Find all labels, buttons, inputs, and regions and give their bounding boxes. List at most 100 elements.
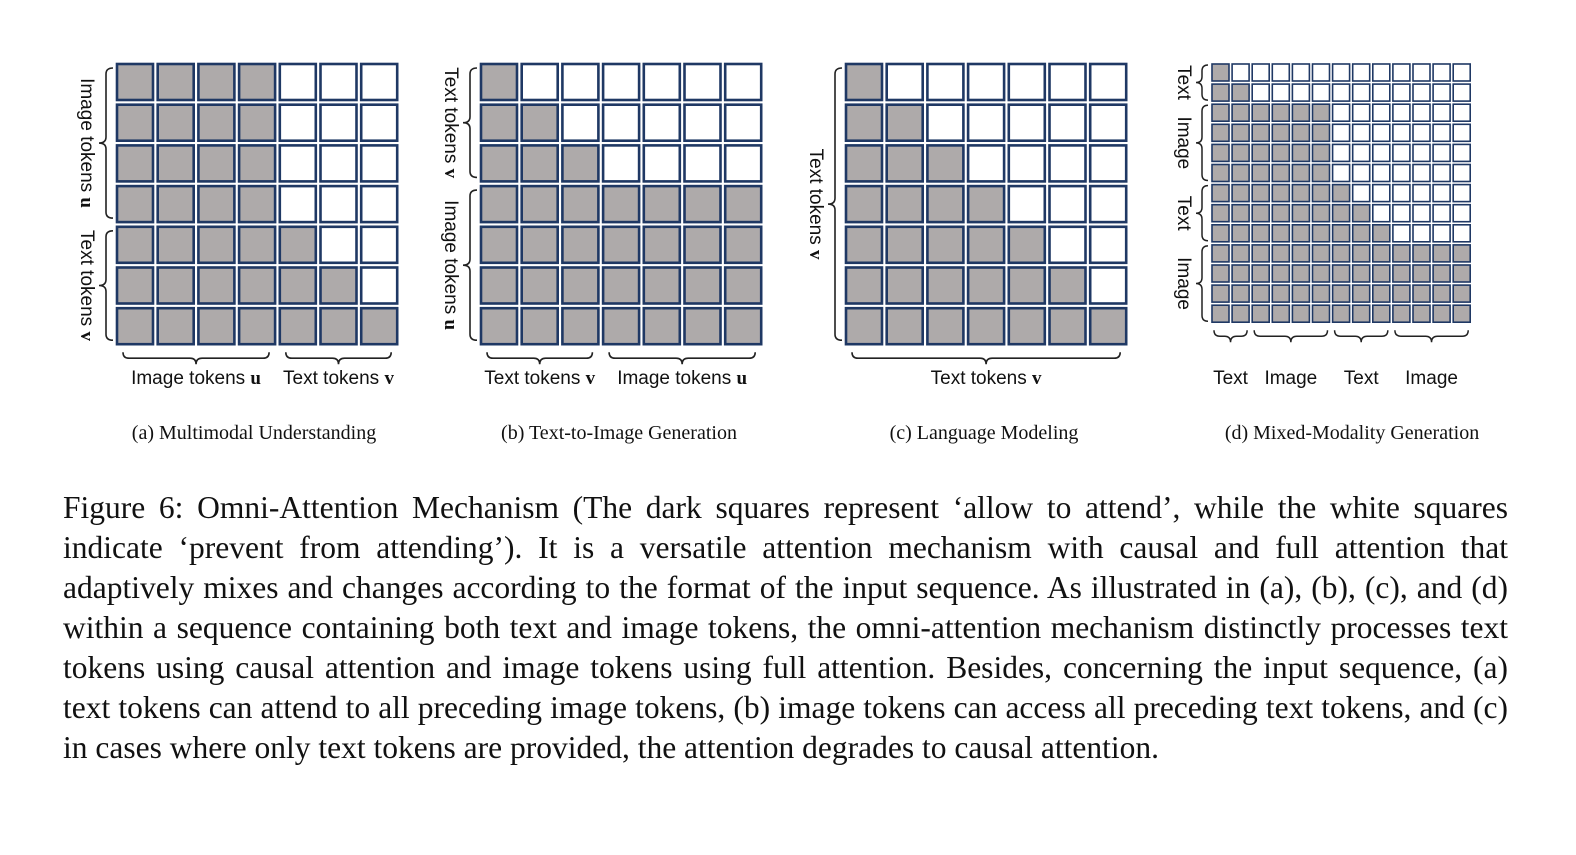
cell-d-9-3 [1271, 244, 1291, 263]
cell-a-5-5 [319, 266, 358, 305]
cell-b-1-1 [520, 103, 560, 142]
row-brace-d-2 [1195, 184, 1209, 242]
cell-b-2-6 [723, 144, 763, 183]
cell-d-12-9 [1392, 304, 1411, 324]
cell-d-8-4 [1291, 224, 1311, 243]
row-label-d-2: Text [1173, 196, 1194, 232]
cell-d-10-8 [1372, 264, 1391, 283]
col-brace-a-0 [122, 352, 270, 365]
cell-d-12-7 [1351, 304, 1371, 324]
cell-d-7-1 [1231, 203, 1250, 223]
cell-d-0-1 [1231, 63, 1250, 82]
cell-d-3-8 [1372, 123, 1391, 143]
cell-d-4-0 [1211, 143, 1230, 163]
cell-a-6-6 [359, 306, 399, 346]
cell-a-4-2 [197, 225, 236, 265]
cell-d-7-12 [1452, 203, 1471, 223]
cell-d-3-3 [1271, 123, 1291, 143]
cell-d-2-7 [1351, 103, 1371, 122]
cell-a-0-4 [278, 62, 318, 102]
cell-a-1-6 [359, 103, 399, 142]
cell-d-5-11 [1432, 163, 1451, 183]
row-label-b-1-text: Image tokens [440, 200, 461, 319]
cell-d-3-1 [1231, 123, 1250, 143]
row-brace-b-1 [462, 189, 478, 341]
cell-a-3-4 [278, 184, 318, 224]
col-brace-d-1 [1253, 330, 1329, 343]
cell-d-10-4 [1291, 264, 1311, 283]
cell-d-0-4 [1291, 63, 1311, 82]
row-label-d-3: Image [1173, 257, 1194, 310]
row-brace-c-0 [827, 67, 843, 341]
cell-a-4-0 [115, 225, 155, 265]
cell-d-6-10 [1412, 183, 1431, 203]
cell-d-1-11 [1432, 83, 1451, 102]
cell-d-7-6 [1331, 203, 1351, 223]
cell-c-2-1 [885, 144, 925, 183]
cell-d-5-9 [1392, 163, 1411, 183]
cell-d-10-0 [1211, 264, 1230, 283]
row-label-a-1-text: Text tokens [76, 230, 97, 331]
cell-d-0-2 [1251, 63, 1270, 82]
cell-d-1-3 [1271, 83, 1291, 102]
cell-d-3-0 [1211, 123, 1230, 143]
cell-c-5-1 [885, 266, 925, 305]
cell-b-1-6 [723, 103, 763, 142]
cell-a-6-4 [278, 306, 318, 346]
cell-c-4-6 [1088, 225, 1128, 265]
cell-d-8-0 [1211, 224, 1230, 243]
cell-d-8-3 [1271, 224, 1291, 243]
cell-c-1-6 [1088, 103, 1128, 142]
cell-d-0-5 [1311, 63, 1331, 82]
cell-c-0-6 [1088, 62, 1128, 102]
cell-c-4-2 [926, 225, 965, 265]
cell-b-6-1 [520, 306, 560, 346]
cell-d-6-5 [1311, 183, 1331, 203]
cell-d-4-12 [1452, 143, 1471, 163]
cell-c-5-5 [1048, 266, 1087, 305]
cell-c-1-5 [1048, 103, 1087, 142]
row-label-b-1: Image tokens u [440, 200, 461, 330]
cell-d-9-8 [1372, 244, 1391, 263]
cell-b-4-4 [642, 225, 682, 265]
cell-d-1-8 [1372, 83, 1391, 102]
cell-d-5-10 [1412, 163, 1431, 183]
figure-caption: Figure 6: Omni-Attention Mechanism (The … [63, 490, 1508, 765]
cell-c-4-4 [1007, 225, 1047, 265]
cell-a-2-3 [237, 144, 277, 183]
cell-d-10-2 [1251, 264, 1270, 283]
cell-d-2-12 [1452, 103, 1471, 122]
cell-d-12-5 [1311, 304, 1331, 324]
cell-a-2-0 [115, 144, 155, 183]
cell-d-10-1 [1231, 264, 1250, 283]
cell-c-0-4 [1007, 62, 1047, 102]
cell-c-4-5 [1048, 225, 1087, 265]
cell-d-4-9 [1392, 143, 1411, 163]
cell-c-6-6 [1088, 306, 1128, 346]
cell-d-6-7 [1351, 183, 1371, 203]
cell-b-0-3 [601, 62, 641, 102]
cell-d-9-2 [1251, 244, 1270, 263]
cell-d-10-10 [1412, 264, 1431, 283]
cell-d-5-5 [1311, 163, 1331, 183]
cell-d-11-7 [1351, 284, 1371, 303]
cell-d-4-7 [1351, 143, 1371, 163]
cell-a-6-2 [197, 306, 236, 346]
cell-d-6-1 [1231, 183, 1250, 203]
row-label-a-0-symbol: u [76, 197, 97, 208]
cell-d-1-6 [1331, 83, 1351, 102]
cell-d-1-10 [1412, 83, 1431, 102]
row-label-c-0-text: Text tokens [805, 149, 826, 250]
cell-d-9-9 [1392, 244, 1411, 263]
cell-d-7-3 [1271, 203, 1291, 223]
cell-d-11-9 [1392, 284, 1411, 303]
cell-b-0-4 [642, 62, 682, 102]
cell-a-5-4 [278, 266, 318, 305]
cell-d-0-8 [1372, 63, 1391, 82]
cell-a-0-1 [156, 62, 195, 102]
cell-d-12-10 [1412, 304, 1431, 324]
cell-a-5-6 [359, 266, 399, 305]
cell-d-10-5 [1311, 264, 1331, 283]
cell-a-1-0 [115, 103, 155, 142]
